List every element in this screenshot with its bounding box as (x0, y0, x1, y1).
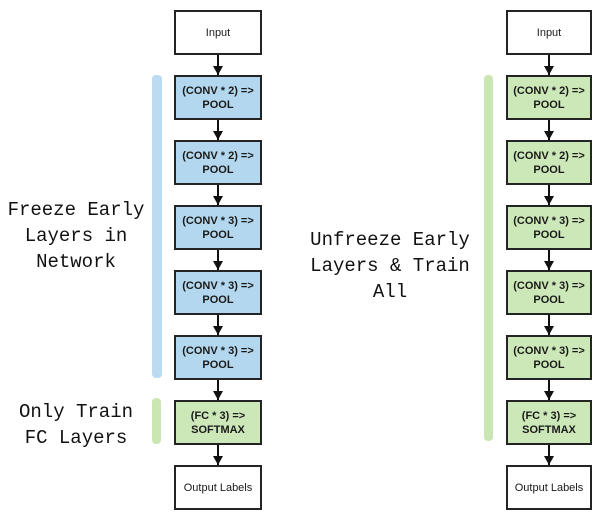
arrow-down-icon (217, 380, 219, 400)
arrow-down-icon (217, 120, 219, 140)
frozen-network-pipeline: Input (CONV * 2) => POOL (CONV * 2) => P… (174, 10, 262, 510)
unfreeze-all-highlight-bar (484, 75, 493, 441)
arrow-down-icon (548, 250, 550, 270)
only-train-fc-layers-label: Only Train FC Layers (18, 401, 134, 449)
arrow-down-icon (548, 120, 550, 140)
unfreeze-early-layers-label: Unfreeze Early Layers & Train All (310, 229, 470, 303)
node-conv-pool: (CONV * 3) => POOL (506, 335, 592, 380)
arrow-down-icon (217, 185, 219, 205)
trainable-network-pipeline: Input (CONV * 2) => POOL (CONV * 2) => P… (506, 10, 592, 510)
node-conv-pool: (CONV * 3) => POOL (174, 205, 262, 250)
node-conv-pool: (CONV * 3) => POOL (174, 270, 262, 315)
node-conv-pool: (CONV * 3) => POOL (506, 205, 592, 250)
freeze-early-layers-label: Freeze Early Layers in Network (7, 199, 145, 273)
node-conv-pool: (CONV * 2) => POOL (174, 140, 262, 185)
arrow-down-icon (548, 185, 550, 205)
node-conv-pool: (CONV * 3) => POOL (174, 335, 262, 380)
node-input: Input (174, 10, 262, 55)
node-fc-softmax: (FC * 3) => SOFTMAX (174, 400, 262, 445)
arrow-down-icon (548, 315, 550, 335)
node-output-labels: Output Labels (174, 465, 262, 510)
node-conv-pool: (CONV * 2) => POOL (174, 75, 262, 120)
arrow-down-icon (548, 380, 550, 400)
node-conv-pool: (CONV * 2) => POOL (506, 75, 592, 120)
arrow-down-icon (217, 55, 219, 75)
node-fc-softmax: (FC * 3) => SOFTMAX (506, 400, 592, 445)
arrow-down-icon (548, 445, 550, 465)
arrow-down-icon (217, 445, 219, 465)
node-conv-pool: (CONV * 3) => POOL (506, 270, 592, 315)
arrow-down-icon (217, 315, 219, 335)
node-conv-pool: (CONV * 2) => POOL (506, 140, 592, 185)
freeze-layers-highlight-bar (152, 75, 162, 378)
node-output-labels: Output Labels (506, 465, 592, 510)
arrow-down-icon (548, 55, 550, 75)
arrow-down-icon (217, 250, 219, 270)
train-fc-highlight-bar (152, 398, 161, 444)
node-input: Input (506, 10, 592, 55)
